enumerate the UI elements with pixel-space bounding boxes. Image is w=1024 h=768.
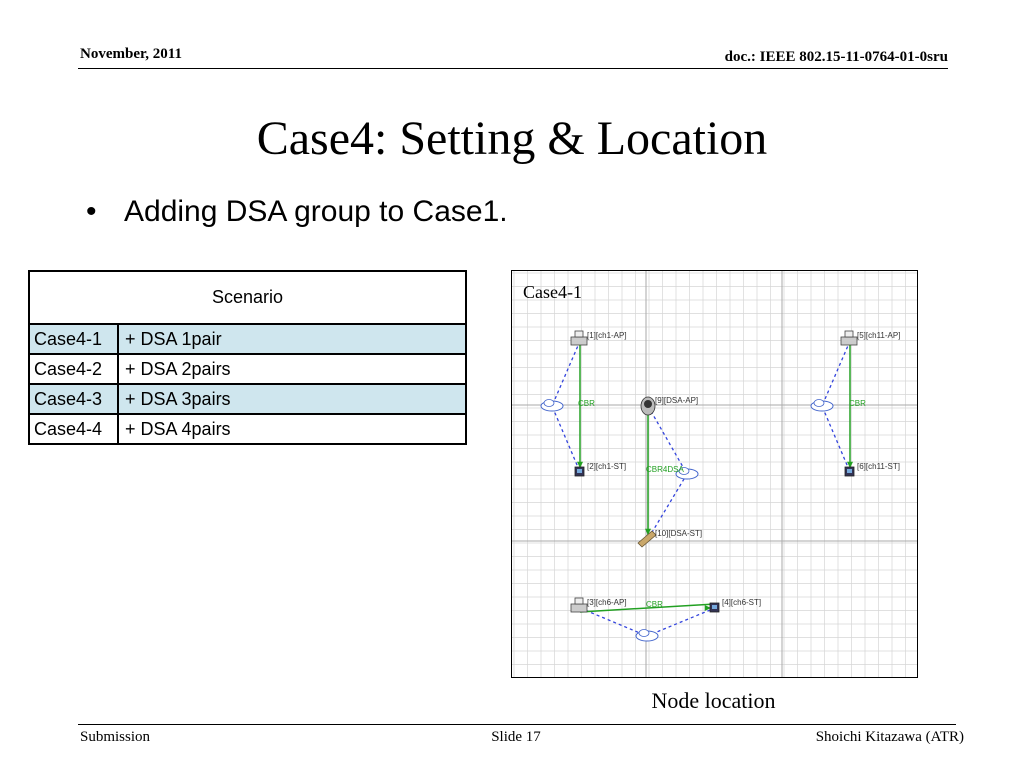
flow-label: CBR — [578, 399, 595, 408]
header-doc-id: doc.: IEEE 802.15-11-0764-01-0sru — [724, 49, 948, 65]
wireless-links — [540, 340, 851, 642]
node-label: [2][ch1-ST] — [587, 462, 626, 471]
diagram-canvas: Case4-1 CBR CBR4DSA CBR CBR [1][ch1-AP] [2][… — [512, 271, 917, 677]
node-label: [4][ch6-ST] — [722, 598, 761, 607]
bullet-item: • Adding DSA group to Case1. — [86, 190, 508, 234]
station-icon-screen — [712, 605, 717, 609]
cloud-icon — [635, 629, 659, 642]
desc-cell: + DSA 1pair — [117, 323, 467, 355]
node-location-diagram: Case4-1 CBR CBR4DSA CBR CBR [1][ch1-AP] [2][… — [511, 270, 918, 678]
access-point-icon-top — [574, 597, 584, 605]
node-label: [1][ch1-AP] — [587, 331, 627, 340]
cloud-icon — [675, 467, 699, 480]
flow-line — [579, 603, 716, 613]
station-icon-screen — [847, 469, 852, 473]
header-date: November, 2011 — [80, 46, 182, 62]
node-3: [3][ch6-AP] — [570, 597, 627, 613]
flow-arrow — [704, 604, 711, 612]
case-cell: Case4-1 — [28, 323, 119, 355]
cloud-shape — [813, 399, 825, 407]
footer-divider — [78, 724, 956, 725]
case-cell: Case4-2 — [28, 353, 119, 385]
dsa-st-icon — [637, 530, 657, 548]
slide-title: Case4: Setting & Location — [256, 112, 768, 165]
access-point-icon — [570, 336, 588, 346]
flows: CBR CBR4DSA CBR CBR — [576, 345, 866, 613]
table-row: Case4-2 + DSA 2pairs — [28, 353, 467, 385]
table-row: Case4-1 + DSA 1pair — [28, 323, 467, 355]
bullet-text: Adding DSA group to Case1. — [124, 195, 508, 228]
node-label: [10][DSA-ST] — [655, 529, 702, 538]
table-header: Scenario — [28, 270, 467, 325]
table-row: Case4-4 + DSA 4pairs — [28, 413, 467, 445]
table-header-row: Scenario — [28, 270, 467, 325]
dsa-ap-icon-lens — [644, 400, 652, 408]
node-2: [2][ch1-ST] — [574, 462, 626, 477]
node-9: [9][DSA-AP] — [640, 396, 698, 416]
access-point-icon-top — [844, 330, 854, 338]
diagram-caption: Node location — [651, 688, 776, 713]
bullet-marker: • — [86, 195, 97, 228]
node-1: [1][ch1-AP] — [570, 330, 627, 346]
footer-author: Shoichi Kitazawa (ATR) — [815, 729, 964, 745]
node-label: [3][ch6-AP] — [587, 598, 627, 607]
access-point-icon — [570, 603, 588, 613]
cloud-icon — [540, 399, 564, 412]
header-divider — [78, 68, 948, 69]
table-row: Case4-3 + DSA 3pairs — [28, 383, 467, 415]
node-5: [5][ch11-AP] — [840, 330, 900, 346]
desc-cell: + DSA 4pairs — [117, 413, 467, 445]
diagram-title: Case4-1 — [523, 282, 582, 302]
flow-arrow — [846, 461, 854, 468]
station-icon-screen — [577, 469, 582, 473]
node-4: [4][ch6-ST] — [709, 598, 761, 613]
flow-arrow — [644, 528, 652, 535]
access-point-icon — [840, 336, 858, 346]
desc-cell: + DSA 3pairs — [117, 383, 467, 415]
flow-label: CBR — [849, 399, 866, 408]
node-label: [9][DSA-AP] — [655, 396, 698, 405]
footer-slide-number: Slide 17 — [491, 729, 541, 745]
cloud-shape — [638, 629, 650, 637]
flow-arrow — [576, 461, 584, 468]
footer-left: Submission — [80, 729, 151, 745]
nodes: [1][ch1-AP] [2][ch1-ST] [9][DSA-AP] [10][DS… — [570, 330, 900, 613]
node-label: [5][ch11-AP] — [857, 331, 900, 340]
node-10: [10][DSA-ST] — [637, 529, 702, 548]
case-cell: Case4-3 — [28, 383, 119, 415]
flow-label: CBR — [646, 600, 663, 609]
desc-cell: + DSA 2pairs — [117, 353, 467, 385]
cloud-icon — [810, 399, 834, 412]
flow-label: CBR4DSA — [646, 465, 684, 474]
scenario-table: Scenario Case4-1 + DSA 1pair Case4-2 + D… — [28, 270, 467, 445]
access-point-icon-top — [574, 330, 584, 338]
node-6: [6][ch11-ST] — [844, 462, 900, 477]
node-label: [6][ch11-ST] — [857, 462, 900, 471]
case-cell: Case4-4 — [28, 413, 119, 445]
cloud-shape — [678, 467, 690, 475]
cloud-shape — [543, 399, 555, 407]
